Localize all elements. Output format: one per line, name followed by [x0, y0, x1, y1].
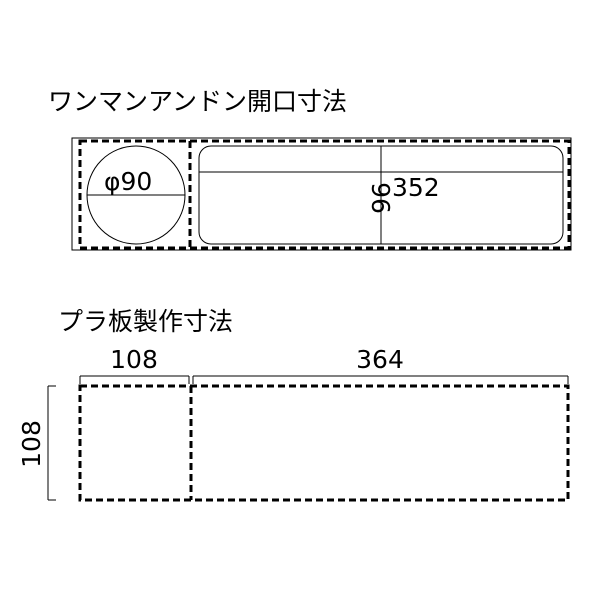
opening-drawing: φ90 96 352 — [71, 137, 572, 251]
plate-left-width-label: 108 — [110, 345, 158, 374]
plate-dashed-outline — [78, 384, 570, 502]
plate-title: プラ板製作寸法 — [58, 307, 233, 336]
slot-width-label: 352 — [392, 173, 440, 202]
opening-outer-frame — [71, 137, 572, 251]
circle-diameter-label: φ90 — [104, 167, 152, 196]
slot-height-label: 96 — [366, 182, 395, 214]
plate-height-label: 108 — [17, 420, 46, 468]
opening-dashed-outline — [78, 139, 571, 250]
opening-title: ワンマンアンドン開口寸法 — [48, 87, 347, 116]
plate-drawing: 108 364 108 — [17, 345, 570, 502]
plate-right-width-label: 364 — [356, 345, 404, 374]
